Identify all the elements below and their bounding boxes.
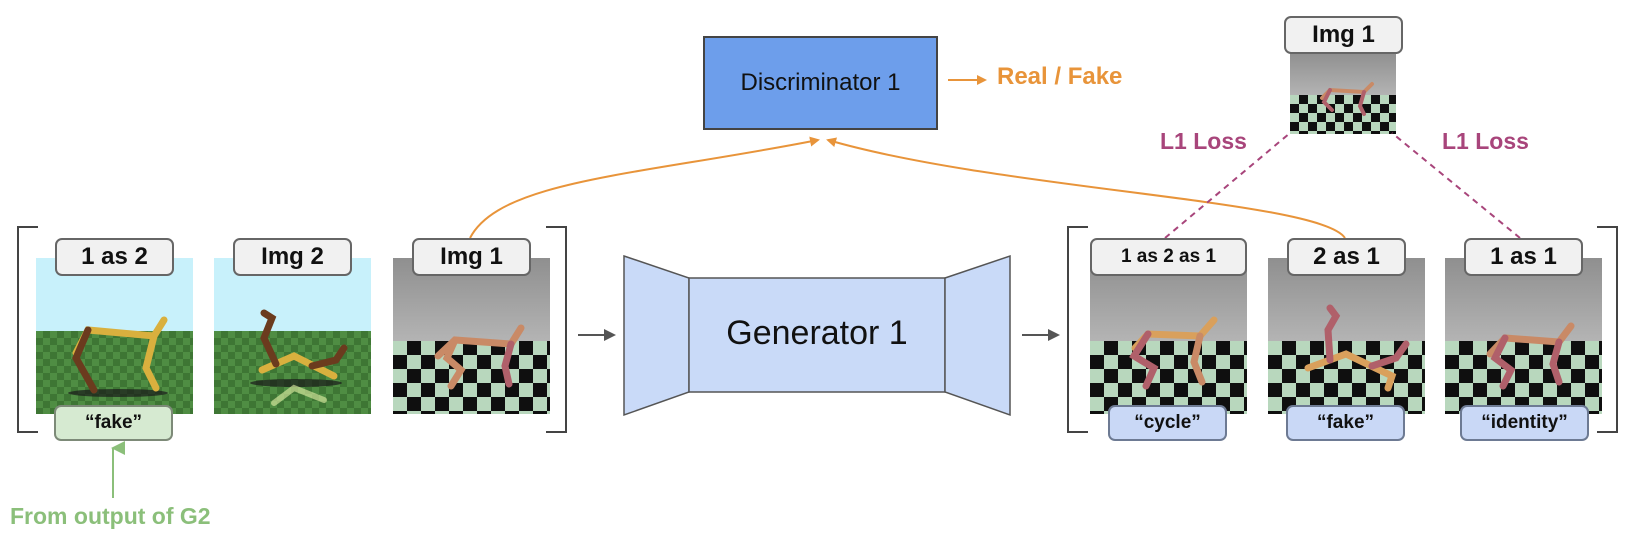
l1-loss-left: L1 Loss [1160, 128, 1247, 154]
robot-figure [1320, 82, 1374, 116]
output-bracket-left [1067, 226, 1088, 433]
panel-title-1as2as1: 1 as 2 as 1 [1090, 238, 1247, 276]
robot-figure [434, 324, 525, 390]
robot-figure [68, 316, 168, 397]
source-note: From output of G2 [10, 503, 211, 529]
discriminator-output-label: Real / Fake [997, 63, 1123, 90]
scene-2as1 [1268, 258, 1425, 414]
target-title: Img 1 [1284, 16, 1403, 54]
panel-title-img1-input: Img 1 [412, 238, 531, 276]
generator-label: Generator 1 [726, 314, 908, 352]
scene-target-img1 [1290, 52, 1396, 134]
discriminator-label: Discriminator 1 [740, 69, 901, 96]
tag-fake-output: “fake” [1286, 405, 1405, 441]
arrow-img1-to-discriminator [469, 136, 820, 239]
robot-figure [250, 309, 348, 406]
input-bracket-left [17, 226, 38, 433]
robot-figure [1129, 316, 1218, 390]
scene-img2 [214, 258, 371, 414]
panel-title-2as1: 2 as 1 [1287, 238, 1406, 276]
robot-figure [1304, 304, 1410, 392]
scene-img1-input [393, 258, 550, 414]
panel-title-1as2: 1 as 2 [55, 238, 174, 276]
scene-1as2as1 [1090, 258, 1247, 414]
l1-loss-right: L1 Loss [1442, 128, 1529, 154]
arrow-2as1-to-discriminator [826, 137, 1346, 239]
discriminator-box: Discriminator 1 [703, 36, 938, 130]
tag-cycle: “cycle” [1108, 405, 1227, 441]
scene-1as1 [1445, 258, 1602, 414]
robot-figure [1486, 322, 1575, 390]
scene-1as2 [36, 258, 193, 414]
panel-title-1as1: 1 as 1 [1464, 238, 1583, 276]
panel-title-img2: Img 2 [233, 238, 352, 276]
tag-identity: “identity” [1460, 405, 1589, 441]
tag-fake-input: “fake” [54, 405, 173, 441]
